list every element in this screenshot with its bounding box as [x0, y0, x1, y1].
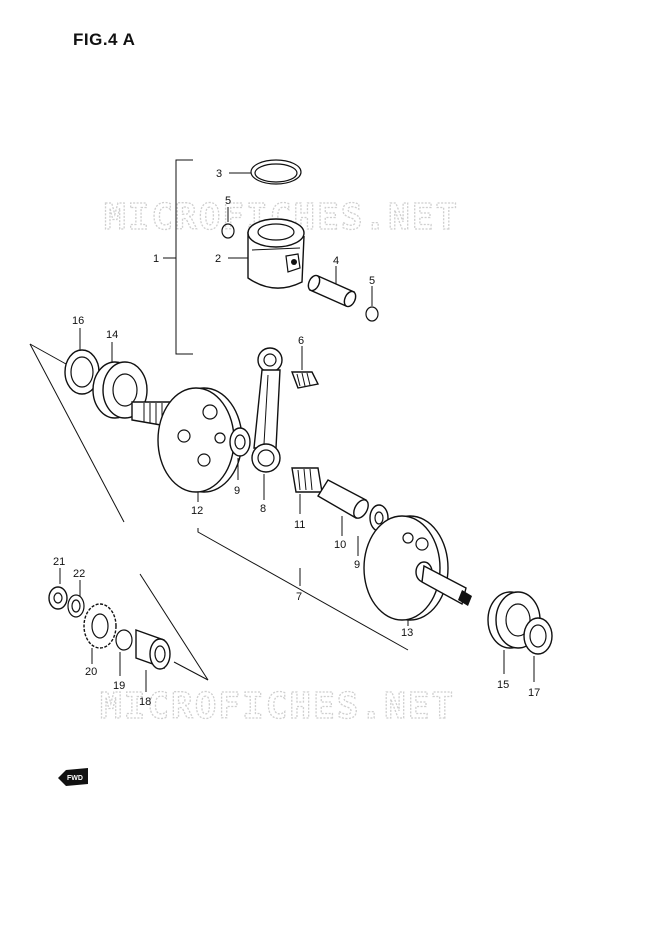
piston-pin [307, 266, 357, 308]
callout-15: 15 [497, 679, 509, 691]
piston-assembly-bracket [163, 159, 193, 355]
callout-5-right: 5 [369, 275, 375, 287]
callout-17: 17 [528, 687, 540, 699]
callout-21: 21 [53, 556, 65, 568]
callout-13: 13 [401, 627, 413, 639]
callout-6: 6 [298, 335, 304, 347]
callout-11: 11 [294, 519, 305, 531]
crankshaft-assembly-bracket [197, 528, 409, 651]
callout-9-left: 9 [234, 485, 240, 497]
callout-14: 14 [106, 329, 118, 341]
connecting-rod [251, 347, 283, 500]
callout-2: 2 [215, 253, 221, 265]
figure-title: FIG.4 A [73, 30, 136, 49]
piston-pin-circlip-right [365, 286, 379, 322]
spacer-sleeve [135, 629, 171, 692]
callout-5-left: 5 [225, 195, 231, 207]
thrust-washer-left [229, 427, 251, 480]
small-end-bearing [290, 346, 320, 389]
crank-web-left [157, 387, 243, 502]
forward-direction-badge: FWD [58, 768, 88, 786]
callout-12: 12 [191, 505, 203, 517]
callout-20: 20 [85, 666, 97, 678]
callout-18: 18 [139, 696, 151, 708]
callout-16: 16 [72, 315, 84, 327]
callout-4: 4 [333, 255, 339, 267]
big-end-bearing [291, 467, 323, 514]
o-ring [115, 629, 133, 676]
piston-pin-circlip-left [221, 207, 235, 239]
piston-ring [229, 159, 302, 185]
left-side-guide-lines [29, 343, 209, 681]
crank-pin [317, 479, 369, 536]
callout-8: 8 [260, 503, 266, 515]
spacer-ring [48, 568, 68, 610]
crank-web-right [363, 515, 472, 626]
callout-19: 19 [113, 680, 125, 692]
callout-9-right: 9 [354, 559, 360, 571]
callout-22: 22 [73, 568, 85, 580]
fwd-label: FWD [67, 775, 83, 782]
callout-10: 10 [334, 539, 346, 551]
watermark-bottom: MICROFICHES.NET [100, 686, 455, 727]
primary-drive-gear [83, 603, 117, 664]
callout-7: 7 [296, 591, 302, 603]
callout-1: 1 [153, 253, 159, 265]
oil-seal-right [523, 617, 553, 682]
piston [228, 218, 305, 289]
callout-3: 3 [216, 168, 222, 180]
washer-small [67, 580, 85, 618]
